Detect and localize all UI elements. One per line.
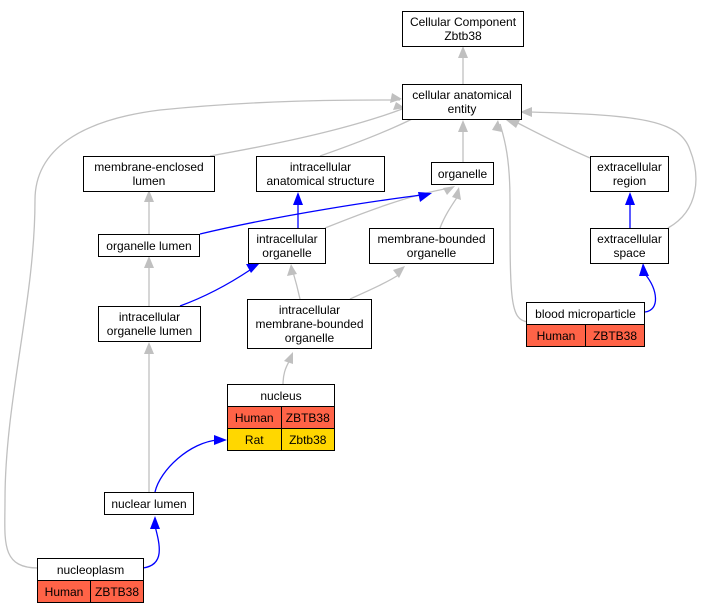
arrowhead-blue-ecs [639, 263, 649, 276]
edge-blood-partof-ecs [644, 273, 657, 313]
edge-blood-to-cae [499, 123, 529, 323]
node-cellular-anatomical-entity[interactable]: cellular anatomical entity [402, 84, 522, 120]
node-nucleoplasm[interactable]: nucleoplasm Human ZBTB38 [37, 558, 144, 603]
gene-cell: Zbtb38 [280, 429, 335, 450]
node-title: blood microparticle [527, 303, 644, 325]
node-blood-microparticle[interactable]: blood microparticle Human ZBTB38 [526, 302, 645, 347]
node-intracellular-organelle-lumen[interactable]: intracellular organelle lumen [98, 306, 201, 342]
node-organelle[interactable]: organelle [431, 162, 494, 185]
arrowhead-iorg [287, 264, 297, 276]
arrowhead-cae-organelle [458, 120, 468, 132]
node-nucleus[interactable]: nucleus Human ZBTB38 Rat Zbtb38 [227, 384, 335, 451]
edge-ecs-to-cae [529, 111, 697, 229]
gene-cell: ZBTB38 [585, 325, 644, 346]
node-extracellular-region[interactable]: extracellular region [590, 156, 669, 192]
edge-nlumen-partof-nucleus [154, 439, 219, 493]
arrowhead-organelle-iorg [443, 186, 455, 195]
arrowhead-blue-nucleus [214, 435, 227, 445]
species-cell: Rat [244, 432, 264, 447]
species-cell: Human [44, 584, 84, 599]
gene-cell: ZBTB38 [280, 407, 335, 428]
node-extracellular-space[interactable]: extracellular space [590, 228, 669, 264]
arrowhead-imbo [284, 352, 293, 364]
edge-ias-to-cae [319, 115, 419, 157]
arrowhead-iol [144, 342, 154, 354]
arrowhead-cae-blood [492, 120, 502, 132]
edge-iol-partof-iorg [179, 269, 251, 307]
arrowhead-cae-ecs [520, 107, 532, 117]
annotation-row-rat: Rat Zbtb38 [228, 428, 334, 450]
edge-nucleoplasm-to-cae [4, 99, 401, 569]
arrowhead-organelle-mbo [452, 187, 461, 200]
node-cellular-component-zbtb38[interactable]: Cellular Component Zbtb38 [402, 11, 524, 47]
node-membrane-bounded-organelle[interactable]: membrane-bounded organelle [369, 228, 494, 264]
edge-iorg-to-organelle [324, 187, 451, 229]
arrowhead-cae-left [390, 93, 402, 103]
edge-olumen-partof-organelle [199, 193, 431, 235]
species-cell: Human [234, 410, 274, 425]
node-intracellular-organelle[interactable]: intracellular organelle [248, 228, 326, 264]
node-intracellular-anatomical-structure[interactable]: intracellular anatomical structure [256, 156, 385, 192]
node-intracellular-membrane-bounded-organelle[interactable]: intracellular membrane-bounded organelle [247, 299, 372, 349]
annotation-row-human: Human ZBTB38 [38, 581, 143, 602]
node-nuclear-lumen[interactable]: nuclear lumen [104, 492, 194, 515]
edge-mbo-to-organelle [439, 195, 459, 229]
node-title: nucleus [228, 385, 334, 407]
edge-imbo-to-mbo [349, 273, 401, 300]
arrowhead-blue-nlumen [150, 516, 160, 529]
edge-imbo-to-iorg [292, 271, 301, 300]
annotation-row-human: Human ZBTB38 [527, 325, 644, 346]
edge-mel-to-cae [209, 107, 406, 157]
arrowhead-blue-iorg [246, 264, 259, 273]
gene-cell: ZBTB38 [90, 581, 143, 602]
node-membrane-enclosed-lumen[interactable]: membrane-enclosed lumen [83, 156, 215, 192]
arrowhead-olumen [144, 256, 154, 268]
arrowhead-blue-ias [293, 192, 303, 205]
node-organelle-lumen[interactable]: organelle lumen [98, 234, 200, 257]
arrowhead-mbo [393, 266, 405, 278]
edge-nucleus-to-imbo [282, 359, 291, 386]
arrowhead-mel [144, 190, 154, 202]
arrowhead-root [458, 46, 468, 58]
species-cell: Human [536, 328, 576, 343]
edge-nucleoplasm-partof-nlumen [142, 525, 160, 569]
arrowhead-cae-ecr [506, 120, 520, 128]
arrowhead-blue-ecr [625, 192, 635, 205]
edge-ecr-to-cae [511, 119, 591, 159]
arrowhead-blue-organelle [418, 192, 432, 202]
node-title: nucleoplasm [38, 559, 143, 581]
annotation-row-human: Human ZBTB38 [228, 407, 334, 428]
